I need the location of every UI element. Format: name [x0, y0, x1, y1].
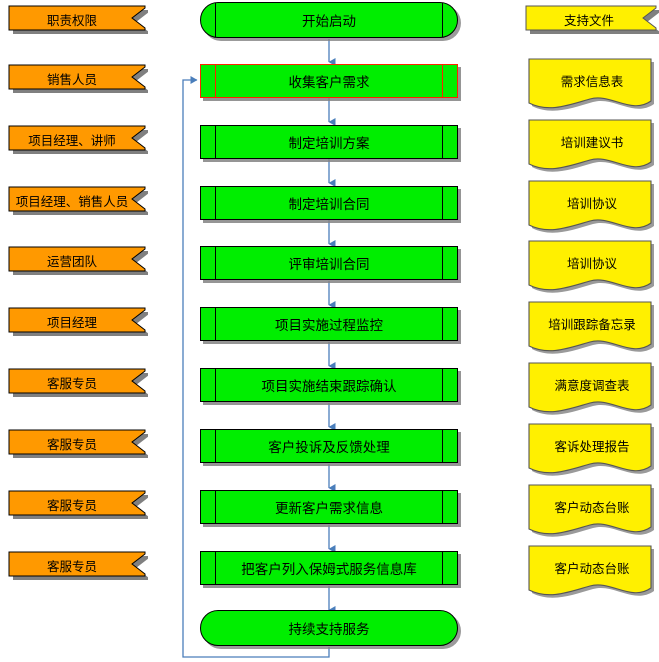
document-label: 需求信息表	[560, 74, 624, 89]
document-label: 客户动态台账	[554, 500, 630, 515]
document-label: 培训协议	[566, 256, 617, 271]
process-step-shape	[200, 307, 458, 341]
document-node[interactable]: 培训协议	[528, 240, 656, 298]
role-banner[interactable]: 销售人员	[8, 63, 148, 95]
process-step-label: 评审培训合同	[288, 257, 370, 272]
role-banner-label: 项目经理	[46, 315, 97, 330]
document-node[interactable]: 满意度调查表	[528, 362, 656, 420]
banner-shape	[8, 307, 148, 336]
process-step-node[interactable]: 制定培训方案	[200, 125, 462, 163]
document-shape	[528, 484, 654, 537]
role-banner-label: 项目经理、讲师	[28, 133, 116, 148]
roles-column-header: 职责权限	[8, 4, 148, 36]
banner-shape	[8, 64, 148, 93]
document-label: 培训建议书	[560, 135, 624, 150]
process-step-node[interactable]: 把客户列入保姆式服务信息库	[200, 551, 462, 589]
document-node[interactable]: 需求信息表	[528, 58, 656, 116]
process-step-node[interactable]: 项目实施过程监控	[200, 307, 462, 345]
banner-shape	[8, 490, 148, 519]
document-shape	[528, 362, 654, 415]
process-step-label: 项目实施过程监控	[275, 318, 383, 333]
role-banner[interactable]: 客服专员	[8, 489, 148, 521]
document-shape	[528, 545, 654, 598]
process-step-node[interactable]: 客户投诉及反馈处理	[200, 429, 462, 467]
document-node[interactable]: 客户动态台账	[528, 484, 656, 542]
document-shape	[528, 58, 654, 111]
document-shape	[528, 301, 654, 354]
role-banner[interactable]: 客服专员	[8, 550, 148, 582]
process-step-shape	[200, 64, 458, 98]
process-step-shape	[200, 246, 458, 280]
process-step-label: 项目实施结束跟踪确认	[261, 379, 397, 394]
process-end-node[interactable]: 持续支持服务	[200, 610, 462, 650]
process-step-shape	[200, 186, 458, 220]
process-step-shape	[200, 429, 458, 463]
document-node[interactable]: 客诉处理报告	[528, 423, 656, 481]
banner-shape	[8, 551, 148, 580]
process-step-label: 制定培训方案	[288, 136, 370, 151]
process-end-label: 持续支持服务	[288, 622, 370, 637]
document-node[interactable]: 培训跟踪备忘录	[528, 301, 656, 359]
process-start-label: 开始启动	[302, 14, 356, 29]
process-step-shape	[200, 551, 458, 585]
process-step-label: 把客户列入保姆式服务信息库	[241, 562, 417, 577]
banner-shape	[8, 368, 148, 397]
process-step-shape	[200, 490, 458, 524]
process-step-node[interactable]: 更新客户需求信息	[200, 490, 462, 528]
document-shape	[528, 240, 654, 293]
process-step-label: 收集客户需求	[288, 75, 370, 90]
role-banner-label: 销售人员	[46, 72, 97, 87]
role-banner-label: 客服专员	[46, 559, 97, 574]
process-step-node[interactable]: 收集客户需求	[200, 64, 462, 102]
document-label: 客诉处理报告	[554, 439, 630, 454]
process-start-node[interactable]: 开始启动	[200, 2, 462, 42]
end-shape	[200, 610, 458, 646]
process-step-node[interactable]: 项目实施结束跟踪确认	[200, 368, 462, 406]
banner-shape	[8, 429, 148, 458]
banner-shape	[8, 125, 148, 154]
role-banner[interactable]: 项目经理、讲师	[8, 124, 148, 156]
process-step-shape	[200, 125, 458, 159]
document-label: 培训跟踪备忘录	[548, 317, 636, 332]
banner-shape	[8, 246, 148, 275]
document-node[interactable]: 培训协议	[528, 180, 656, 238]
role-banner[interactable]: 项目经理、销售人员	[8, 185, 148, 217]
role-banner-label: 客服专员	[46, 498, 97, 513]
process-step-node[interactable]: 评审培训合同	[200, 246, 462, 284]
role-banner-label: 项目经理、销售人员	[15, 194, 129, 209]
process-step-label: 客户投诉及反馈处理	[268, 440, 390, 455]
role-banner-label: 运营团队	[46, 254, 97, 269]
process-step-node[interactable]: 制定培训合同	[200, 186, 462, 224]
process-step-label: 更新客户需求信息	[275, 501, 383, 516]
role-banner-label: 客服专员	[46, 437, 97, 452]
process-step-shape	[200, 368, 458, 402]
role-banner[interactable]: 项目经理	[8, 306, 148, 338]
document-shape	[528, 180, 654, 233]
role-banner[interactable]: 运营团队	[8, 245, 148, 277]
role-banner[interactable]: 客服专员	[8, 428, 148, 460]
banner-shape	[8, 5, 148, 34]
document-shape	[528, 423, 654, 476]
documents-column-header: 支持文件	[525, 4, 659, 36]
documents-column-header-label: 支持文件	[563, 13, 614, 28]
document-label: 满意度调查表	[554, 378, 630, 393]
process-step-label: 制定培训合同	[288, 197, 370, 212]
document-shape	[528, 119, 654, 172]
document-label: 培训协议	[566, 196, 617, 211]
banner-shape	[8, 186, 148, 215]
document-node[interactable]: 培训建议书	[528, 119, 656, 177]
document-label: 客户动态台账	[554, 561, 630, 576]
document-node[interactable]: 客户动态台账	[528, 545, 656, 603]
role-banner-label: 客服专员	[46, 376, 97, 391]
roles-column-header-label: 职责权限	[46, 13, 97, 28]
role-banner[interactable]: 客服专员	[8, 367, 148, 399]
start-shape	[200, 2, 458, 38]
banner-shape	[525, 5, 659, 34]
